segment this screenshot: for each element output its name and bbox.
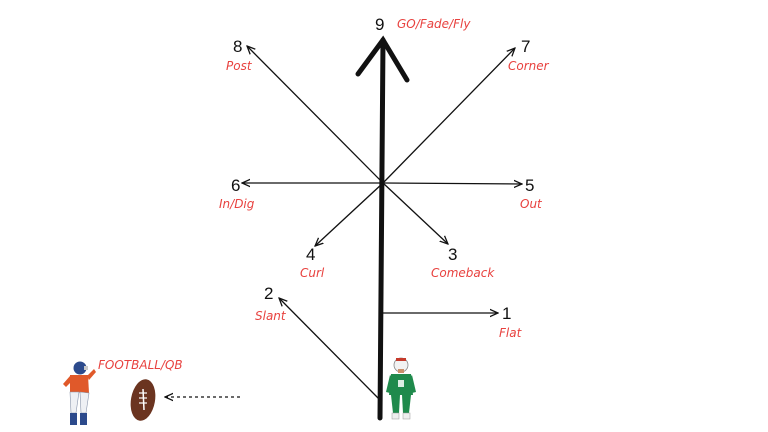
route-2-number: 2	[264, 284, 273, 303]
route-5-number: 5	[525, 176, 534, 195]
route-1-name: Flat	[499, 326, 523, 340]
quarterback-player-icon	[63, 361, 96, 425]
route-6-name: In/Dig	[219, 197, 255, 211]
route-4-curl-line	[315, 182, 384, 246]
route-3-name: Comeback	[431, 266, 495, 280]
route-7-corner-line	[382, 48, 515, 184]
route-3-comeback-line	[382, 182, 448, 244]
route-5-out-line	[382, 183, 522, 184]
route-3-number: 3	[448, 245, 457, 264]
route-9-number: 9	[375, 15, 384, 34]
route-2-name: Slant	[255, 309, 287, 323]
qb-label: FOOTBALL/QB	[98, 358, 183, 372]
route-8-name: Post	[226, 59, 253, 73]
route-2-slant-line	[279, 298, 381, 401]
route-9-go-stem	[355, 35, 410, 421]
route-8-number: 8	[233, 37, 242, 56]
route-7-number: 7	[521, 37, 530, 56]
route-9-name: GO/Fade/Fly	[397, 17, 471, 31]
route-1-number: 1	[502, 304, 511, 323]
route-8-post-line	[247, 46, 384, 184]
football-icon	[130, 379, 156, 421]
receiver-player-icon	[386, 357, 416, 420]
route-5-name: Out	[520, 197, 543, 211]
route-7-name: Corner	[508, 59, 550, 73]
route-4-name: Curl	[300, 266, 325, 280]
route-4-number: 4	[306, 245, 315, 264]
route-6-number: 6	[231, 176, 240, 195]
